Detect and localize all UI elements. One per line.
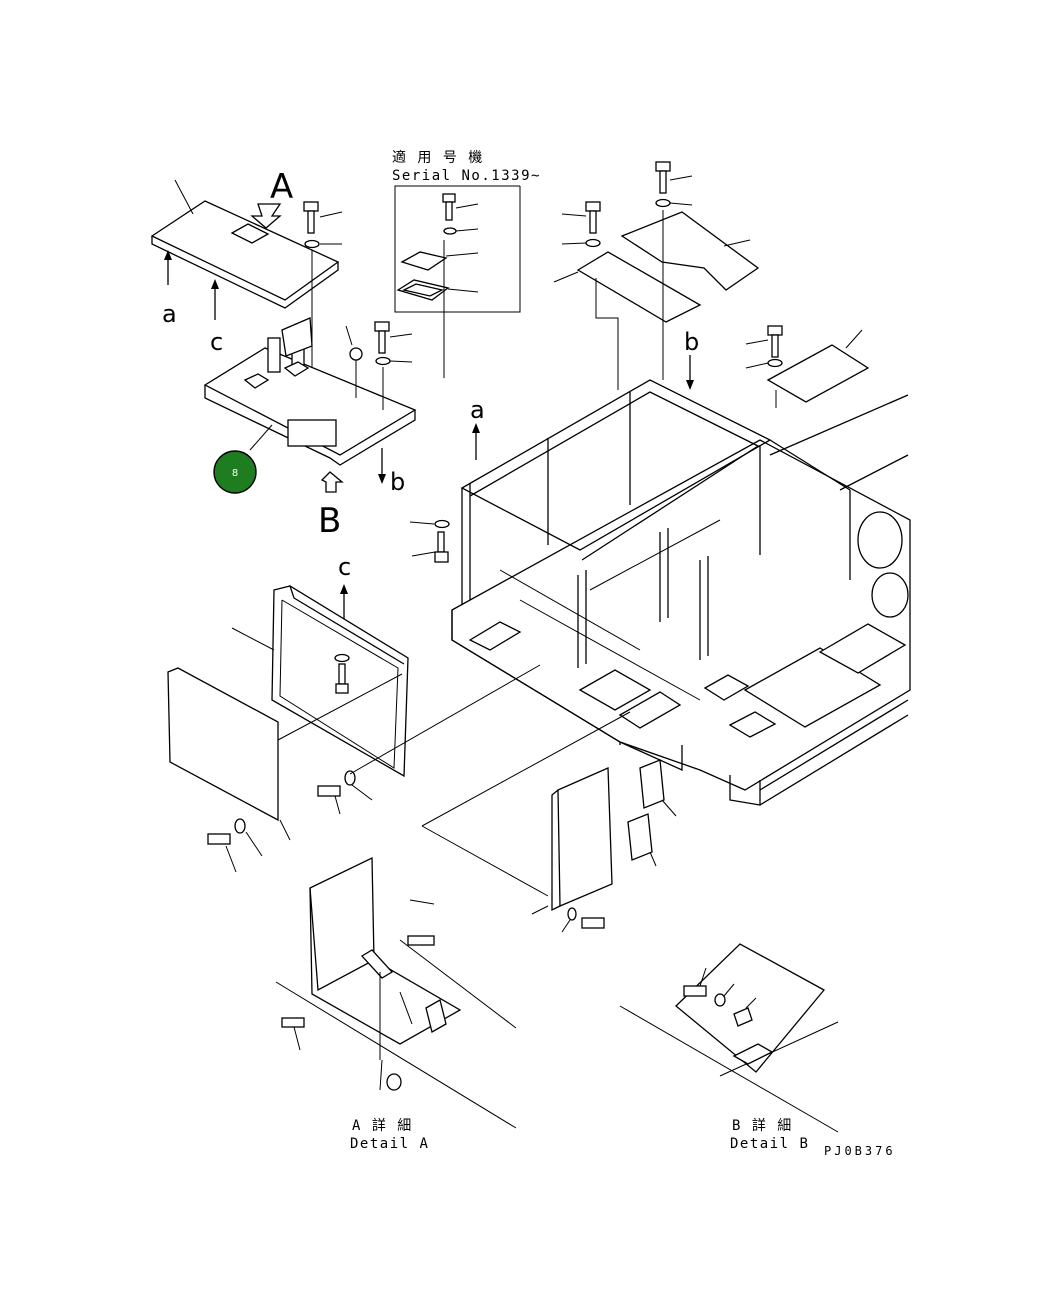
side-panel-part	[231, 585, 409, 778]
detail-b-title: B 詳 細	[732, 1118, 793, 1134]
arrow-b-left-icon	[378, 448, 386, 484]
view-label-b: B	[318, 501, 341, 541]
callout-circle-icon	[213, 450, 257, 494]
top-cover-part	[150, 179, 343, 442]
label-b-left: b	[390, 468, 405, 496]
label-b-frame: b	[684, 328, 699, 356]
drawing-code: PJ0B376	[824, 1144, 896, 1158]
label-a-frame: a	[470, 396, 485, 424]
label-a-left: a	[162, 300, 177, 328]
arrow-a-left-icon	[164, 250, 172, 285]
part-callout: 8	[213, 450, 257, 494]
side-cover-part	[167, 664, 541, 873]
label-c-frame: c	[338, 553, 351, 581]
serial-box-number: Serial No.1339~	[392, 168, 541, 184]
bracket-part	[421, 711, 677, 933]
detail-b-caption: Detail B	[730, 1136, 809, 1152]
view-b-arrow-icon	[320, 471, 344, 493]
detail-a-caption: Detail A	[350, 1136, 429, 1152]
arrow-a-frame-icon	[472, 423, 480, 460]
arrow-c-frame-icon	[340, 584, 348, 620]
main-frame-part	[409, 379, 911, 806]
view-label-a: A	[270, 167, 293, 207]
detail-b-view	[619, 943, 839, 1133]
view-a-arrow-icon	[250, 203, 282, 229]
serial-box-title: 適 用 号 機	[392, 149, 484, 166]
arrow-c-left-icon	[211, 279, 219, 320]
base-tray-part	[203, 317, 417, 493]
callout-number: 8	[232, 468, 238, 479]
detail-a-view	[275, 856, 517, 1129]
serial-box: 適 用 号 機 Serial No.1339~	[392, 149, 541, 378]
arrow-b-frame-icon	[686, 355, 694, 390]
top-plates-part	[553, 161, 870, 408]
label-c-left: c	[210, 328, 223, 356]
detail-a-title: A 詳 細	[352, 1118, 413, 1134]
